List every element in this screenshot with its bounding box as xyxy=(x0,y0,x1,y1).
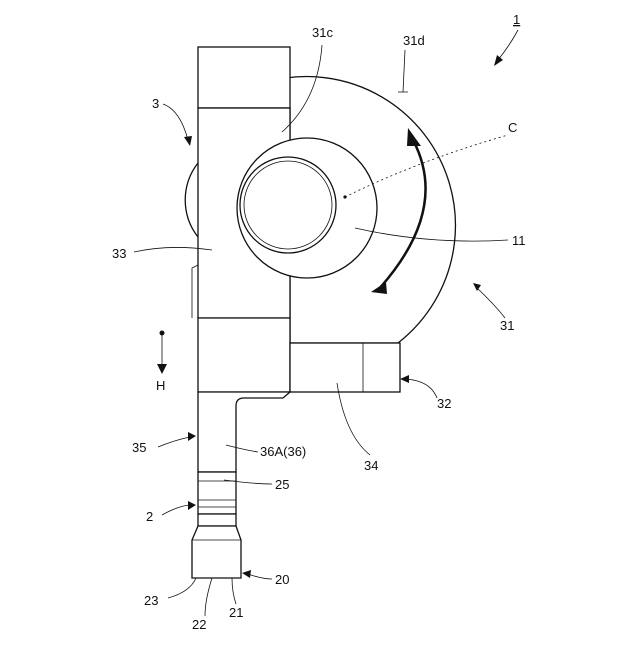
label-31c: 31c xyxy=(312,25,333,40)
lead-34 xyxy=(337,383,370,455)
rotor-boss xyxy=(240,157,336,253)
lead-32-head xyxy=(400,375,409,383)
label-32: 32 xyxy=(437,396,451,411)
lead-1-head xyxy=(494,55,503,66)
lead-31-head xyxy=(473,283,481,291)
lead-3 xyxy=(163,104,188,140)
shaft-2 xyxy=(198,514,236,526)
label-33: 33 xyxy=(112,246,126,261)
plate-36A xyxy=(198,392,290,472)
lead-2 xyxy=(162,505,190,515)
lead-3-head xyxy=(184,136,192,146)
label-20: 20 xyxy=(275,572,289,587)
label-21: 21 xyxy=(229,605,243,620)
top-tab xyxy=(198,47,290,108)
tip-20 xyxy=(192,526,241,578)
disc-left-rim xyxy=(185,163,198,237)
lead-31d xyxy=(398,50,408,92)
label-22: 22 xyxy=(192,617,206,632)
lead-31 xyxy=(476,287,505,318)
lead-23 xyxy=(168,578,196,598)
label-36A: 36A(36) xyxy=(260,444,306,459)
side-strip xyxy=(192,265,198,318)
lead-35 xyxy=(158,437,190,447)
lead-22 xyxy=(205,578,212,616)
neck-25 xyxy=(198,472,236,514)
label-2: 2 xyxy=(146,509,153,524)
lead-21 xyxy=(232,578,236,604)
label-31d: 31d xyxy=(403,33,425,48)
label-35: 35 xyxy=(132,440,146,455)
label-23: 23 xyxy=(144,593,158,608)
label-31: 31 xyxy=(500,318,514,333)
lead-35-head xyxy=(188,432,196,441)
label-C: C xyxy=(508,120,517,135)
label-25: 25 xyxy=(275,477,289,492)
label-1: 1 xyxy=(513,12,520,27)
label-H: H xyxy=(156,378,165,393)
label-34: 34 xyxy=(364,458,378,473)
lead-20 xyxy=(248,574,272,579)
lead-20-head xyxy=(242,570,251,578)
direction-head xyxy=(157,364,167,374)
lead-1 xyxy=(498,30,518,60)
label-3: 3 xyxy=(152,96,159,111)
label-11: 11 xyxy=(512,233,526,248)
lower-body xyxy=(198,318,290,392)
arm-32 xyxy=(290,343,400,392)
lead-2-head xyxy=(188,501,196,510)
